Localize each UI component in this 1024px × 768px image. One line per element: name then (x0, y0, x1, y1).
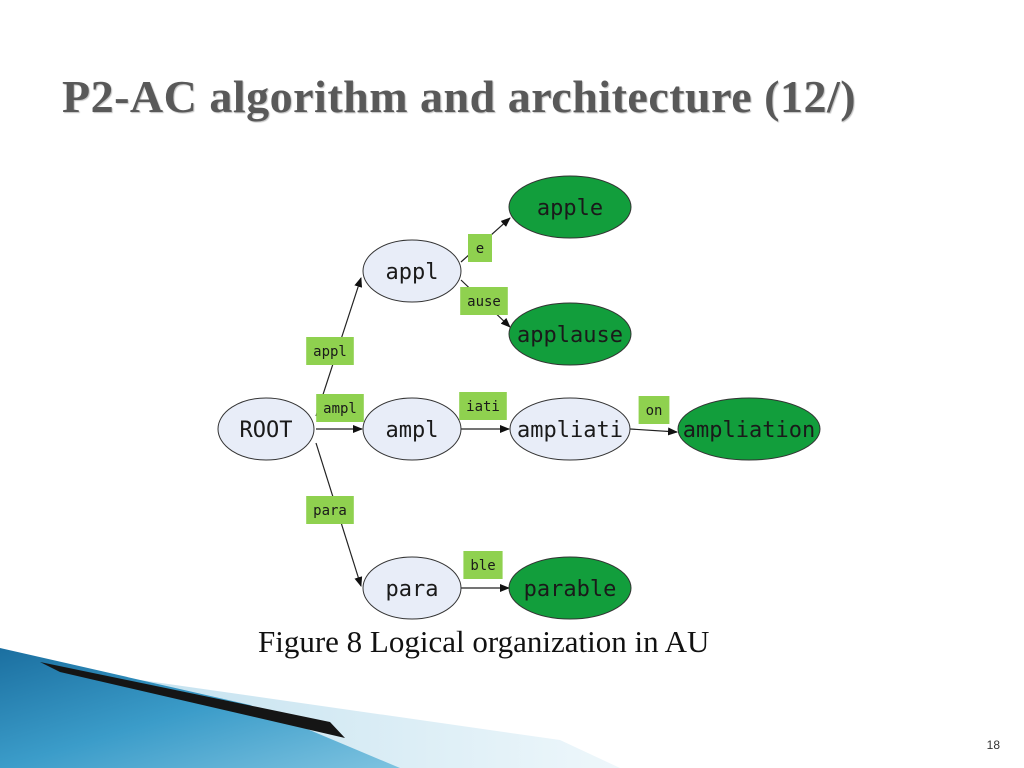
edge-label-text: on (646, 403, 663, 419)
edge-label-root-to-para: para (306, 496, 354, 524)
edge-label-ampl-to-ampliati: iati (459, 392, 507, 420)
node-root: ROOT (217, 397, 315, 461)
figure-caption: Figure 8 Logical organization in AU (258, 624, 710, 659)
node-ampliation: ampliation (677, 397, 821, 461)
internal-node-shape (362, 556, 462, 620)
internal-node-shape (362, 239, 462, 303)
node-label: applause (517, 323, 623, 348)
internal-node-shape (362, 397, 462, 461)
edge-ampliati-to-ampliation (629, 427, 678, 436)
edge-label-root-to-ampl: ampl (316, 394, 364, 422)
edge-label-box (463, 551, 503, 579)
edge-label-appl-to-applause: ause (460, 287, 508, 315)
edge-label-box (638, 396, 670, 424)
node-label: ampliati (517, 418, 623, 443)
edge-label-box (306, 337, 354, 365)
node-ampl: ampl (362, 397, 462, 461)
page-number: 18 (986, 738, 1000, 752)
slide-title: P2-AC algorithm and architecture (12/) (62, 71, 857, 122)
edge-label-para-to-parable: ble (463, 551, 503, 579)
edge-label-text: para (313, 503, 347, 519)
internal-node-shape (509, 397, 631, 461)
leaf-node-shape (508, 302, 632, 366)
node-apple: apple (508, 175, 632, 239)
node-label: ROOT (240, 418, 293, 443)
footer-blue-band (0, 648, 400, 768)
node-label: ampliation (683, 418, 815, 443)
edge-label-ampliati-to-ampliation: on (638, 396, 670, 424)
edge-label-box (460, 287, 508, 315)
footer-dark-stripe (40, 662, 345, 738)
leaf-node-shape (508, 175, 632, 239)
leaf-node-shape (508, 556, 632, 620)
node-appl: appl (362, 239, 462, 303)
node-label: parable (524, 577, 617, 602)
edge-label-box (306, 496, 354, 524)
node-label: appl (386, 260, 439, 285)
edge-label-box (468, 234, 492, 262)
node-para: para (362, 556, 462, 620)
node-label: apple (537, 196, 603, 221)
node-label: para (386, 577, 439, 602)
edge-label-text: appl (313, 344, 347, 360)
leaf-node-shape (677, 397, 821, 461)
node-label: ampl (386, 418, 439, 443)
edge-label-text: e (476, 241, 484, 257)
node-parable: parable (508, 556, 632, 620)
edge-label-text: ampl (323, 401, 357, 417)
node-ampliati: ampliati (509, 397, 631, 461)
edge-label-text: iati (466, 399, 500, 415)
edge-label-root-to-appl: appl (306, 337, 354, 365)
edge-label-text: ause (467, 294, 501, 310)
node-applause: applause (508, 302, 632, 366)
edge-label-box (316, 394, 364, 422)
edge-label-text: ble (470, 558, 495, 574)
edge-label-box (459, 392, 507, 420)
edge-label-appl-to-apple: e (468, 234, 492, 262)
internal-node-shape (217, 397, 315, 461)
